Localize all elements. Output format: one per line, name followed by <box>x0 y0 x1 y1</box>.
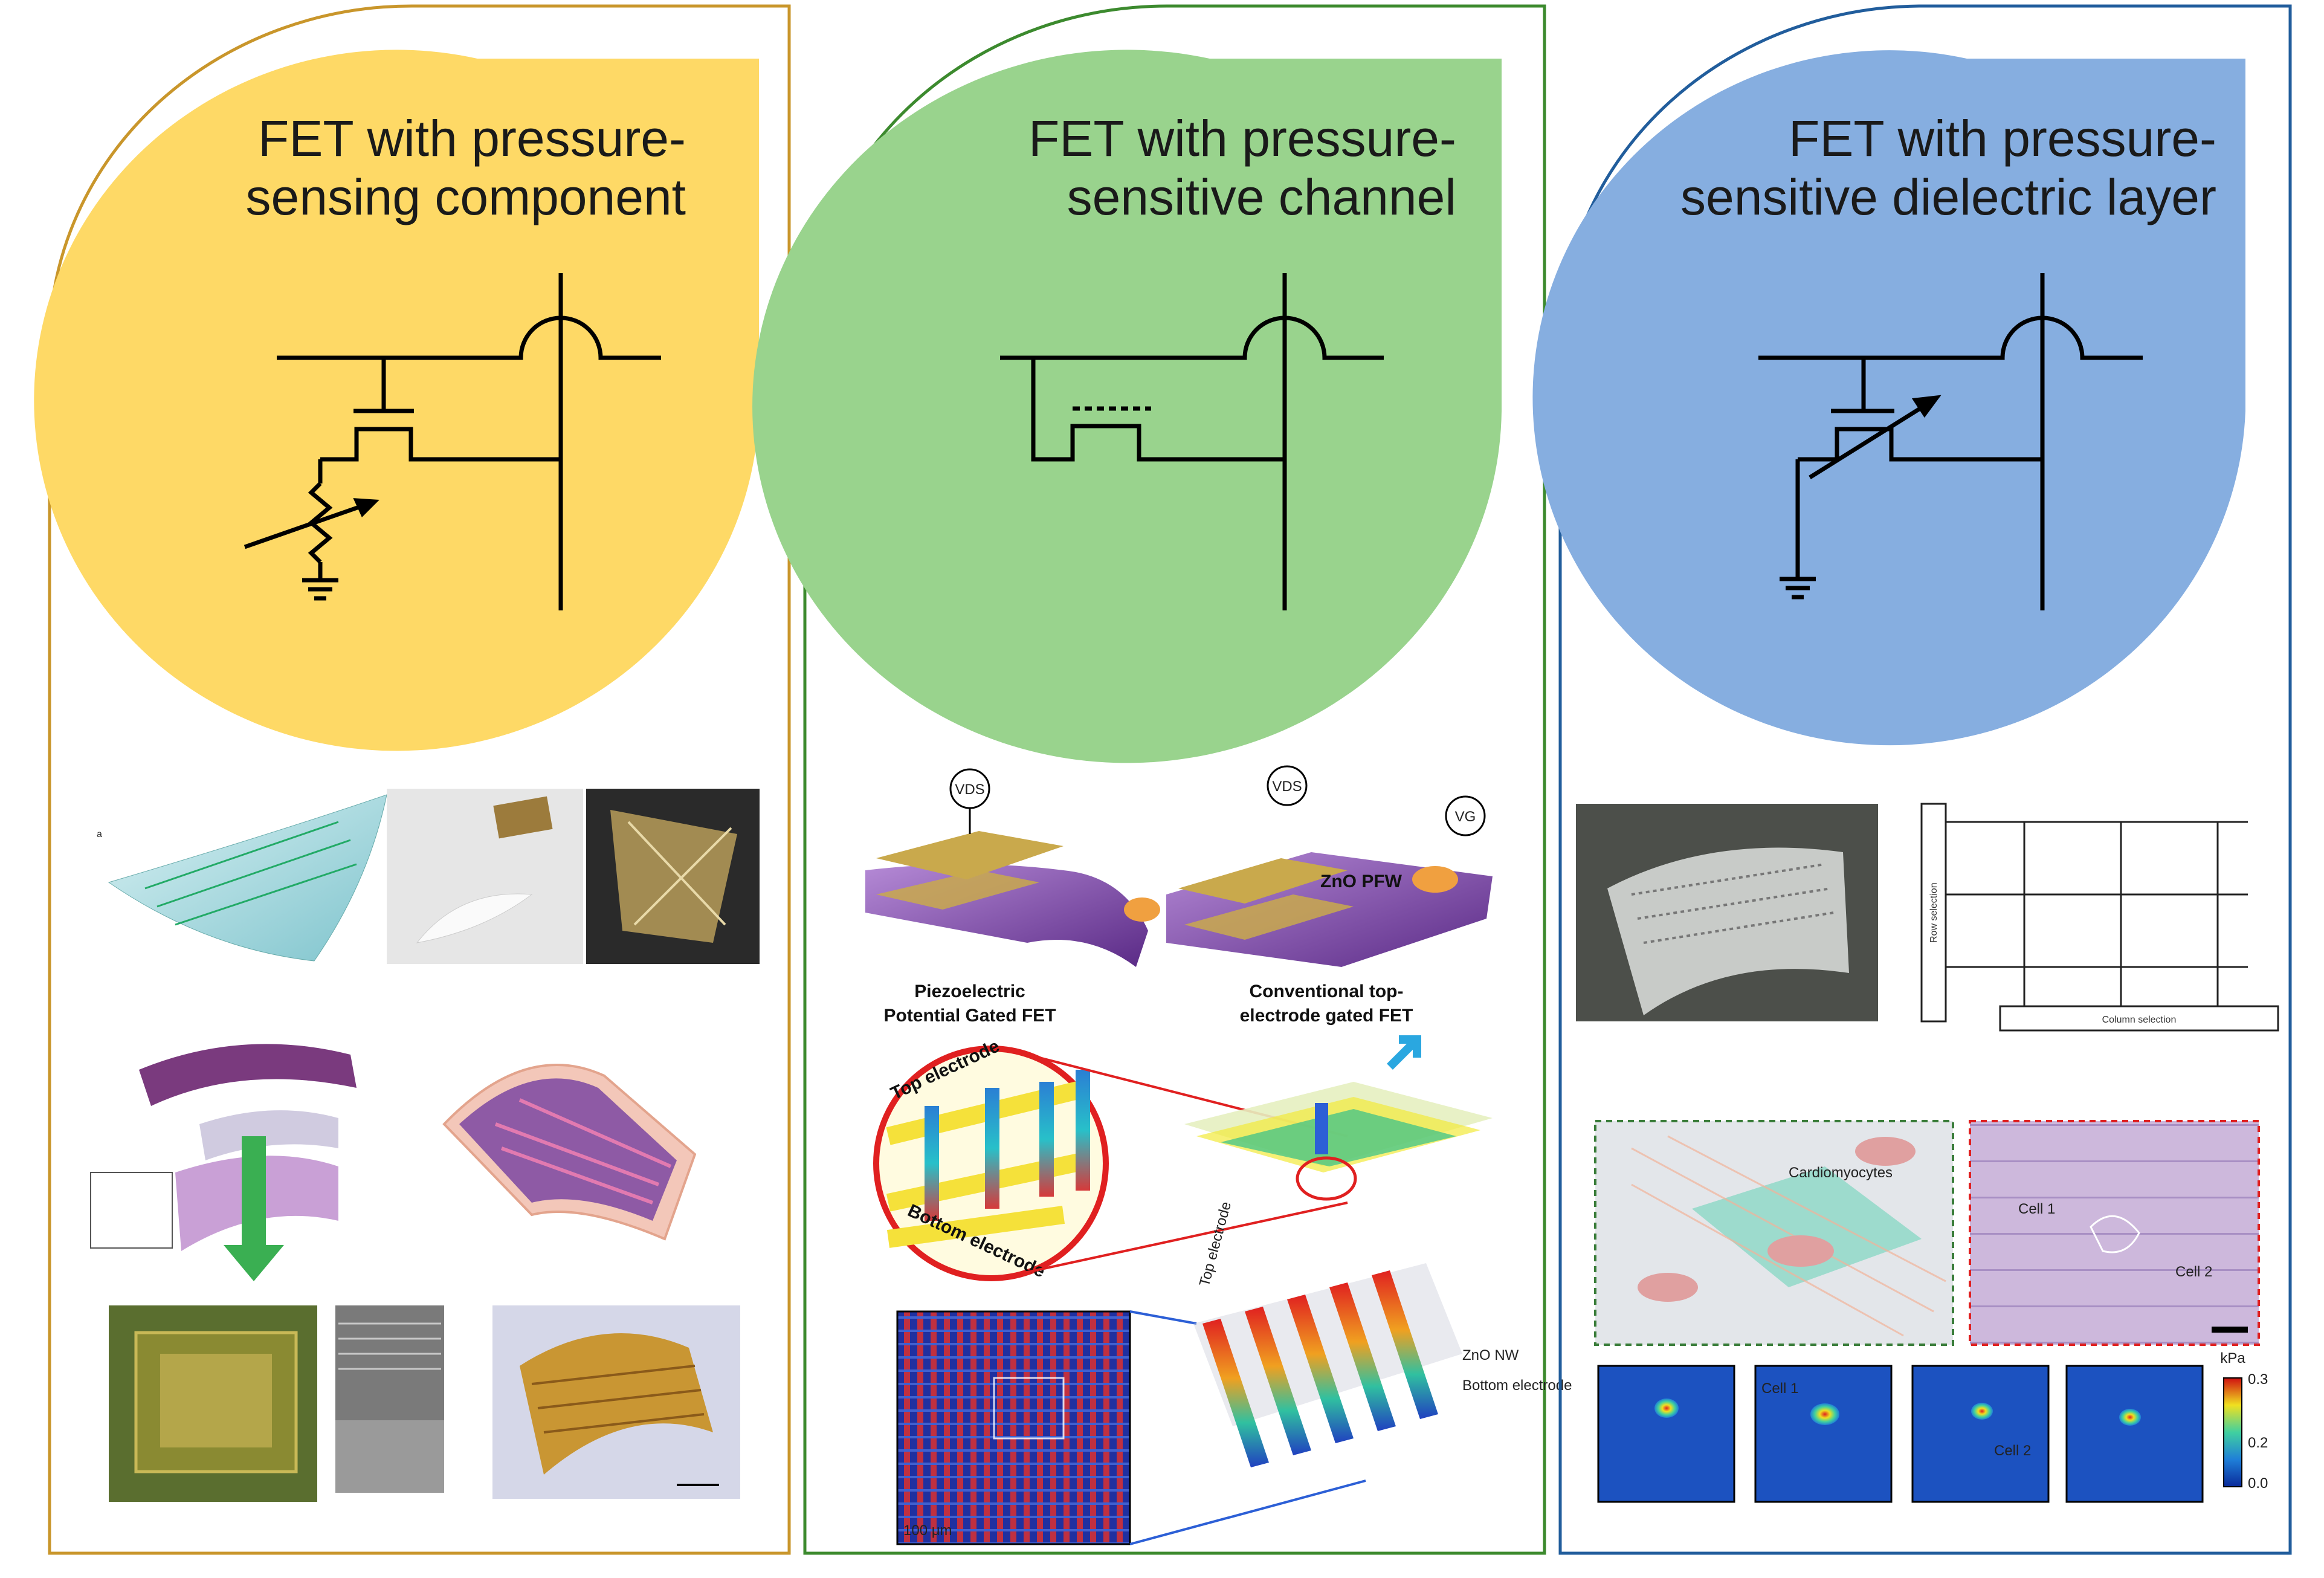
colorbar: kPa 0.3 0.2 0.0 <box>2220 1350 2268 1492</box>
colorbar-tick-mid: 0.2 <box>2248 1435 2268 1451</box>
caption-right-2: electrode gated FET <box>1240 1006 1413 1026</box>
svg-text:a: a <box>97 829 102 839</box>
figure-matrix-schematic: Row selection Column selection <box>1920 803 2279 1032</box>
panel-title-line1: FET with pressure- <box>1789 110 2216 167</box>
figure-cardiomyocytes: Cardiomyocytes <box>1594 1120 1954 1346</box>
arrow <box>1809 400 1932 479</box>
circuit-schematic <box>1000 273 1384 610</box>
figure-3d-bent-sensor <box>492 1305 740 1499</box>
label-cell2: Cell 2 <box>2175 1264 2212 1280</box>
transistor-symbol <box>320 427 561 462</box>
panel-pressure-sensitive-channel: FET with pressure- sensitive channel VDS… <box>752 4 1572 1555</box>
label-vds-right: VDS <box>1272 778 1302 795</box>
label-zno-nw: ZnO NW <box>1462 1347 1519 1363</box>
figure-1c-crumpled-foil <box>586 789 760 964</box>
label-top-electrode-2: Top electrode <box>1196 1200 1235 1288</box>
colorbar-tick-bot: 0.0 <box>2248 1475 2268 1492</box>
caption-right-1: Conventional top- <box>1250 981 1404 1001</box>
label-vds-left: VDS <box>955 781 984 798</box>
figure-cell-micrograph: Cell 1 Cell 2 <box>1969 1120 2260 1346</box>
panel-pressure-sensitive-dielectric: FET with pressure- sensitive dielectric … <box>1532 4 2292 1555</box>
map-label-cell2: Cell 2 <box>1994 1443 2031 1459</box>
arrow <box>244 499 376 549</box>
colorbar-unit: kPa <box>2220 1350 2245 1366</box>
label-vg: VG <box>1455 809 1476 825</box>
panel-pressure-sensing-component: FET with pressure- sensing component a <box>34 4 791 1555</box>
figure-2a-exploded-stack <box>90 1044 357 1281</box>
bubble <box>1532 50 2245 746</box>
label-bottom-electrode-2: Bottom electrode <box>1462 1377 1572 1394</box>
caption-left-1: Piezoelectric <box>914 981 1025 1001</box>
figure-pressure-map: 100 μm <box>896 1310 1366 1545</box>
figure-piezoelectric-fet: VDS Piezoelectric Potential Gated FET <box>865 768 1160 1026</box>
panel-title-line1: FET with pressure- <box>1028 110 1456 167</box>
panel-title-line2: sensitive channel <box>1067 169 1456 225</box>
bubble <box>752 50 1502 763</box>
pressure-map-1 <box>1597 1365 1735 1503</box>
figure-3c-micrograph <box>109 1305 317 1502</box>
circuit-schematic <box>244 273 661 610</box>
pressure-map-2: Cell 1 <box>1754 1365 1893 1503</box>
panel-border <box>48 4 791 1555</box>
ground-symbol <box>1780 577 1816 600</box>
colorbar-tick-top: 0.3 <box>2248 1371 2268 1388</box>
pressure-map-4 <box>2065 1365 2204 1503</box>
label-cell1: Cell 1 <box>2018 1201 2055 1217</box>
figure-1a-ultrathin-foil: a <box>97 794 387 962</box>
map-label-cell1: Cell 1 <box>1761 1380 1798 1397</box>
label-row-selection: Row selection <box>1929 882 1939 943</box>
panel-title-line2: sensing component <box>246 169 686 225</box>
figure-1b-feather <box>387 789 583 964</box>
pressure-map-3: Cell 2 <box>1911 1365 2050 1503</box>
panel-title-line2: sensitive dielectric layer <box>1680 169 2216 225</box>
transistor-symbol <box>1798 427 2042 462</box>
ground-symbol <box>302 578 338 601</box>
label-100um: 100 μm <box>903 1522 952 1539</box>
label-column-selection: Column selection <box>2102 1015 2177 1025</box>
figure-3-sem-images <box>335 1305 444 1493</box>
figure-2b-curved-array <box>442 1064 697 1241</box>
caption-left-2: Potential Gated FET <box>883 1006 1056 1026</box>
figure-3d-ridges: ZnO NW Bottom electrode Top electrode <box>1193 1200 1572 1467</box>
label-cardiomyocytes: Cardiomyocytes <box>1789 1165 1893 1181</box>
figure-layered-device <box>1184 1035 1493 1201</box>
figure-top-gated-fet: ZnO PFW VDS VG Conventional top- electro… <box>1166 765 1493 1026</box>
label-zno-pfw: ZnO PFW <box>1320 871 1402 891</box>
circuit-schematic <box>1758 273 2143 610</box>
panel-title-line1: FET with pressure- <box>258 110 686 167</box>
figure-sensor-array-photo <box>1576 804 1878 1021</box>
bubble <box>34 50 759 751</box>
